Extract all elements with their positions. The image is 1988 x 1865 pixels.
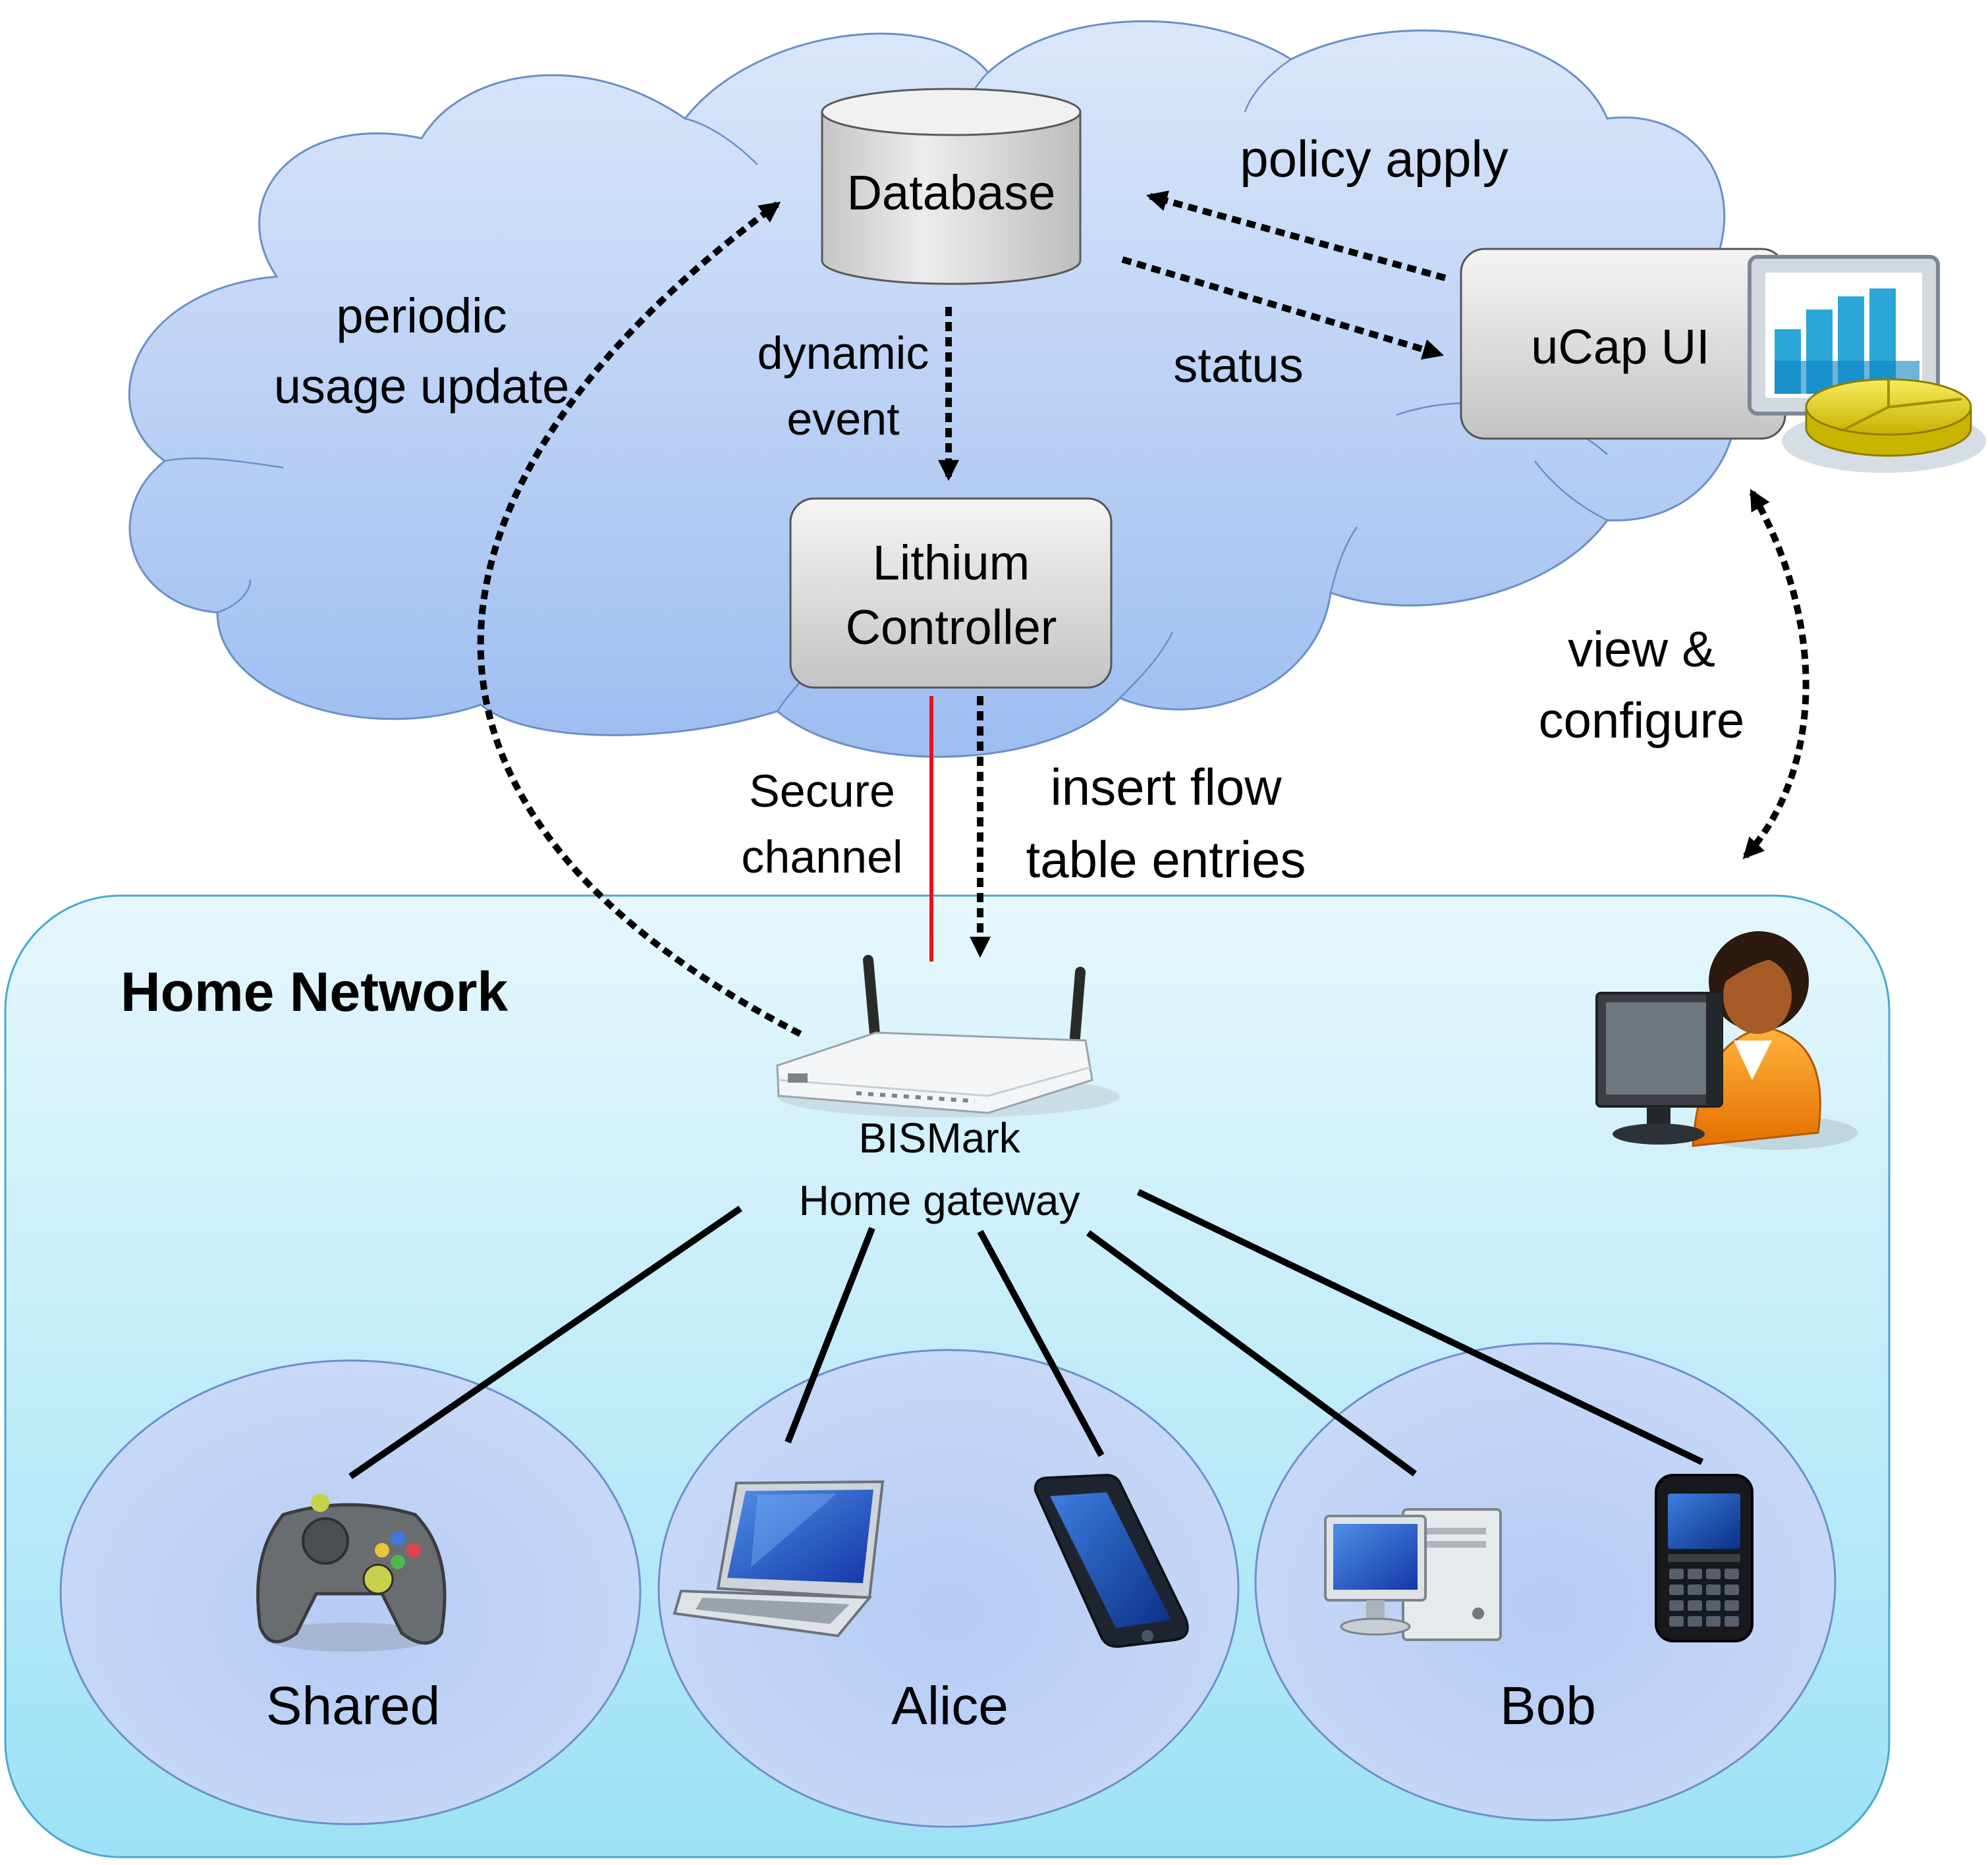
group-bob-label: Bob [1500, 1676, 1596, 1736]
status-label: status [1173, 338, 1303, 392]
desktop-computer-icon [1324, 1508, 1502, 1641]
secure-label-line2: channel [741, 831, 902, 882]
router-icon[interactable] [776, 955, 1120, 1118]
view-configure-arrow [1742, 489, 1809, 859]
device-links [348, 1189, 1704, 1480]
smartphone-icon [1034, 1473, 1189, 1648]
policy-apply-arrow [1146, 190, 1447, 281]
user-at-computer-icon [1595, 931, 1858, 1150]
controller-label-line1: Lithium [873, 535, 1030, 590]
home-network-title: Home Network [121, 961, 508, 1023]
insert-label-line2: table entries [1026, 830, 1306, 888]
dynamic-label-line2: event [787, 393, 899, 445]
gateway-links: Secure channel insert flow table entries [741, 696, 1306, 961]
link-shared-gamepad [348, 1205, 742, 1480]
secure-label-line1: Secure [749, 765, 895, 817]
gateway-label-line2: Home gateway [799, 1177, 1080, 1224]
ucap-ui-node[interactable]: uCap UI [1460, 248, 1986, 473]
database-icon [821, 88, 1082, 285]
cloud-shape [128, 20, 1738, 758]
gateway-label-line1: BISMark [858, 1114, 1020, 1162]
controller-label-line2: Controller [846, 600, 1057, 655]
view-label-line1: view & [1568, 622, 1715, 678]
link-bob-phone [1136, 1189, 1704, 1465]
ucap-label: uCap UI [1531, 319, 1709, 374]
link-alice-laptop [785, 1227, 875, 1444]
cloud-links: periodic usage update dynamic event poli… [274, 130, 1508, 1037]
chart-monitor-icon [1748, 255, 1986, 473]
status-arrow [1121, 256, 1445, 360]
link-alice-phone [977, 1230, 1105, 1457]
group-alice-oval [657, 1349, 1240, 1828]
group-shared-label: Shared [266, 1676, 440, 1736]
dynamic-label-line1: dynamic [758, 327, 929, 379]
database-label: Database [847, 165, 1056, 220]
periodic-label-line1: periodic [336, 288, 507, 343]
view-configure-link: view & configure [1539, 489, 1809, 859]
view-label-line2: configure [1539, 693, 1745, 749]
periodic-usage-arrow [477, 201, 802, 1037]
database-node[interactable]: Database [821, 88, 1082, 285]
lithium-controller-node[interactable]: Lithium Controller [789, 497, 1113, 689]
group-alice-label: Alice [891, 1676, 1008, 1736]
gamepad-icon [256, 1494, 447, 1652]
laptop-icon [673, 1480, 885, 1638]
blackberry-phone-icon [1655, 1474, 1753, 1642]
periodic-label-line2: usage update [274, 359, 570, 414]
policy-apply-label: policy apply [1240, 130, 1508, 188]
link-bob-desktop [1086, 1230, 1417, 1477]
insert-label-line1: insert flow [1050, 758, 1282, 816]
